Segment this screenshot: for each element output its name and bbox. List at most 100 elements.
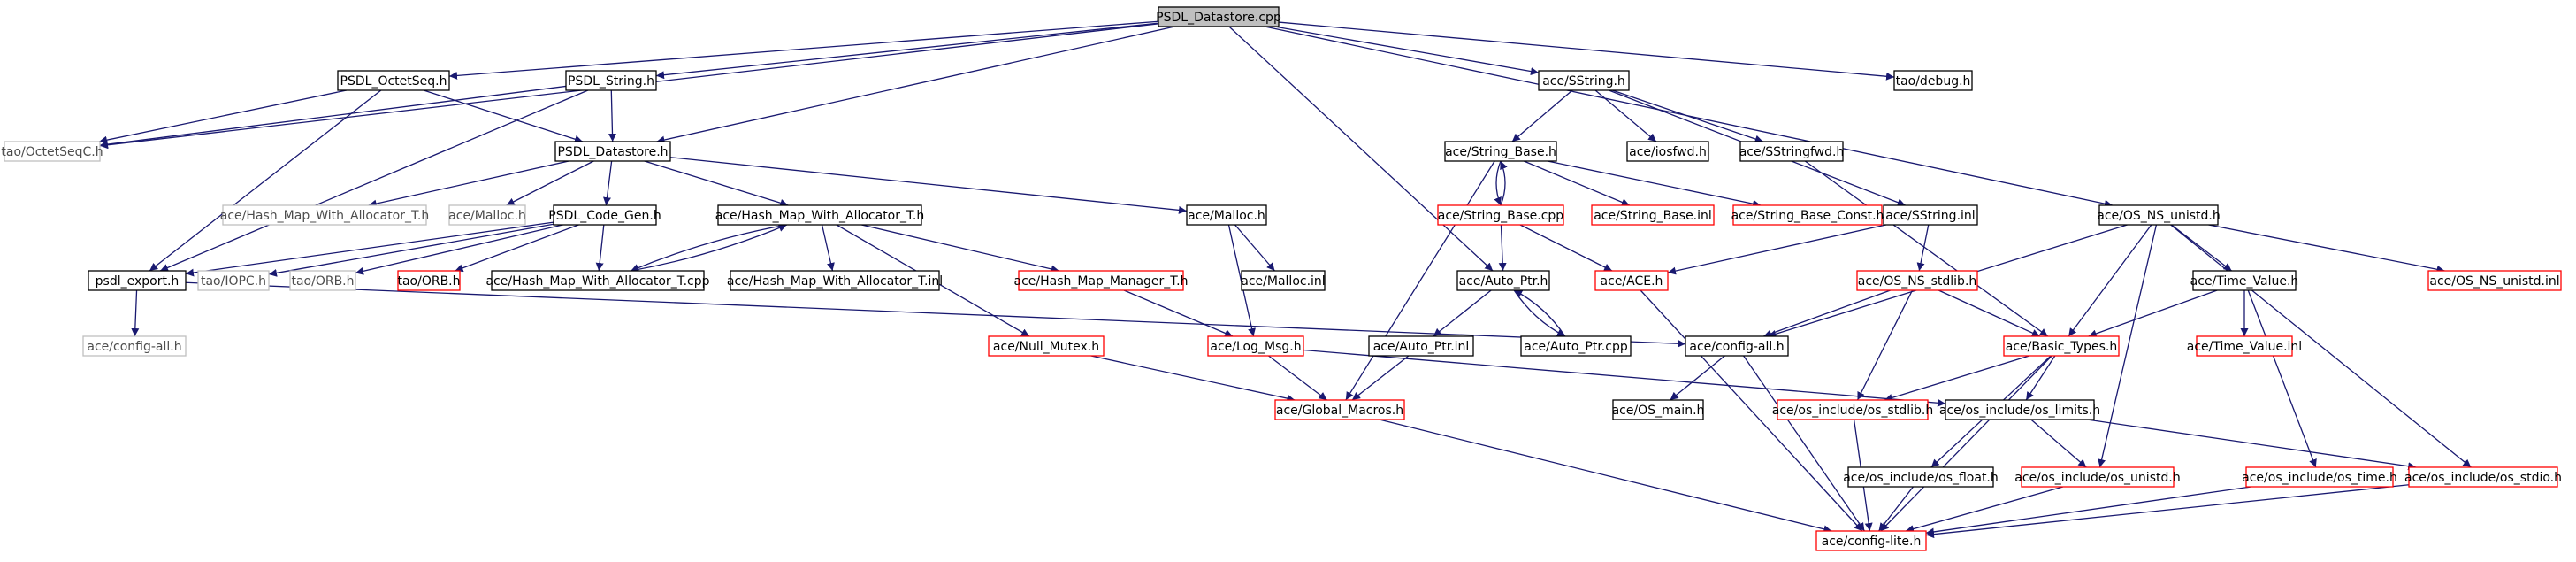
edge-os_ns_unistd_h-to-os_unistd bbox=[2098, 224, 2158, 468]
edge-codegen-to-orb_red bbox=[455, 224, 579, 273]
node-label: ace/SStringfwd.h bbox=[1739, 145, 1845, 159]
edge-malloc-to-malloc_inl bbox=[1234, 224, 1275, 272]
node-box bbox=[1207, 335, 1304, 357]
node-box bbox=[553, 204, 657, 226]
edge-hashmap_cpp-to-hashmap_t_h bbox=[631, 224, 787, 272]
edge-octetseq-to-octetseqc bbox=[98, 89, 348, 144]
edge-datastore-to-malloc_grey bbox=[506, 160, 594, 206]
node-datastore[interactable]: PSDL_Datastore.h bbox=[554, 141, 671, 162]
node-global-macros[interactable]: ace/Global_Macros.h bbox=[1274, 399, 1405, 420]
edge-root-to-sstring_h bbox=[1273, 26, 1540, 75]
node-auto-ptr-cpp[interactable]: ace/Auto_Ptr.cpp bbox=[1520, 335, 1632, 357]
node-os-ns-unistd-inl[interactable]: ace/OS_NS_unistd.inl bbox=[2427, 270, 2562, 291]
node-label: ace/OS_NS_unistd.inl bbox=[2429, 274, 2559, 289]
node-label: ace/config-all.h bbox=[1689, 340, 1784, 354]
node-auto-ptr-inl[interactable]: ace/Auto_Ptr.inl bbox=[1368, 335, 1474, 357]
node-os-main[interactable]: ace/OS_main.h bbox=[1612, 399, 1705, 420]
node-box bbox=[1739, 141, 1844, 162]
node-box bbox=[337, 70, 450, 91]
node-hash-map-manager[interactable]: ace/Hash_Map_Manager_T.h bbox=[1013, 270, 1189, 291]
node-label: ace/Hash_Map_Manager_T.h bbox=[1013, 274, 1188, 289]
node-os-limits[interactable]: ace/os_include/os_limits.h bbox=[1939, 399, 2100, 420]
node-string-base-cpp[interactable]: ace/String_Base.cpp bbox=[1437, 204, 1564, 226]
edge-os_time-to-config_lite bbox=[1925, 486, 2251, 536]
edge-os_ns_stdlib-to-os_stdlib bbox=[1856, 289, 1914, 401]
edge-os_limits-to-os_stdio bbox=[2086, 419, 2417, 471]
edge-string-to-octetseqc bbox=[99, 85, 567, 149]
node-root[interactable]: PSDL_Datastore.cpp bbox=[1156, 6, 1281, 27]
node-box bbox=[2245, 466, 2394, 488]
node-malloc-inl[interactable]: ace/Malloc.inl bbox=[1241, 270, 1326, 291]
node-label: ace/Auto_Ptr.cpp bbox=[1524, 340, 1628, 354]
edge-string_base_h-to-global_macros bbox=[1345, 160, 1495, 401]
node-malloc[interactable]: ace/Malloc.h bbox=[1186, 204, 1267, 226]
edge-os_limits-to-os_unistd bbox=[2030, 419, 2087, 468]
node-null-mutex[interactable]: ace/Null_Mutex.h bbox=[988, 335, 1105, 357]
node-iosfwd[interactable]: ace/iosfwd.h bbox=[1626, 141, 1709, 162]
node-box bbox=[554, 141, 671, 162]
node-sstringfwd[interactable]: ace/SStringfwd.h bbox=[1739, 141, 1845, 162]
node-label: ace/Time_Value.inl bbox=[2187, 340, 2302, 354]
node-basic-types[interactable]: ace/Basic_Types.h bbox=[2003, 335, 2120, 357]
node-auto-ptr-h[interactable]: ace/Auto_Ptr.h bbox=[1456, 270, 1550, 291]
node-label: ace/Auto_Ptr.inl bbox=[1373, 340, 1470, 354]
node-box bbox=[2196, 335, 2293, 357]
edge-string_base_cpp-to-string_base_h bbox=[1500, 160, 1508, 206]
node-string-base-inl[interactable]: ace/String_Base.inl bbox=[1591, 204, 1715, 226]
edge-psdl_export-to-config_all bbox=[185, 281, 1686, 348]
edge-os_ns_stdlib-to-basic_types bbox=[1938, 289, 2041, 337]
node-sstring-h[interactable]: ace/SString.h bbox=[1538, 70, 1630, 91]
node-label: ace/Malloc.inl bbox=[1241, 274, 1325, 289]
edge-root-to-datastore bbox=[656, 26, 1175, 144]
node-sstring-inl[interactable]: ace/SString.inl bbox=[1883, 204, 1978, 226]
node-string-base-h[interactable]: ace/String_Base.h bbox=[1444, 141, 1557, 162]
node-box bbox=[1847, 466, 1994, 488]
node-os-stdio[interactable]: ace/os_include/os_stdio.h bbox=[2404, 466, 2562, 488]
edge-ace_h-to-config_lite bbox=[1640, 289, 1863, 532]
node-hashmap-t-h[interactable]: ace/Hash_Map_With_Allocator_T.h bbox=[715, 204, 924, 226]
node-string-base-const[interactable]: ace/String_Base_Const.h bbox=[1731, 204, 1884, 226]
node-psdl-export[interactable]: psdl_export.h bbox=[88, 270, 187, 291]
node-log-msg[interactable]: ace/Log_Msg.h bbox=[1207, 335, 1304, 357]
node-hashmap-cpp[interactable]: ace/Hash_Map_With_Allocator_T.cpp bbox=[485, 270, 710, 291]
edge-hashmap_t_h-to-hashmap_cpp bbox=[631, 224, 787, 272]
node-tao-debug[interactable]: tao/debug.h bbox=[1893, 70, 1973, 91]
node-codegen[interactable]: PSDL_Code_Gen.h bbox=[548, 204, 661, 226]
node-label: ace/Basic_Types.h bbox=[2006, 340, 2117, 354]
edge-time_value_h-to-basic_types bbox=[2088, 289, 2218, 338]
node-hashmap-inl[interactable]: ace/Hash_Map_With_Allocator_T.inl bbox=[727, 270, 943, 291]
node-time-value-h[interactable]: ace/Time_Value.h bbox=[2190, 270, 2299, 291]
edge-os_unistd-to-config_lite bbox=[1905, 486, 2064, 533]
node-box bbox=[565, 70, 657, 91]
node-os-stdlib[interactable]: ace/os_include/os_stdlib.h bbox=[1772, 399, 1933, 420]
node-octetseq[interactable]: PSDL_OctetSeq.h bbox=[337, 70, 450, 91]
node-config-lite[interactable]: ace/config-lite.h bbox=[1815, 530, 1927, 551]
edge-root-to-auto_ptr_h bbox=[1228, 26, 1494, 272]
node-config-all[interactable]: ace/config-all.h bbox=[1685, 335, 1789, 357]
node-string[interactable]: PSDL_String.h bbox=[565, 70, 657, 91]
node-orb-red[interactable]: tao/ORB.h bbox=[397, 270, 461, 291]
edge-string_base_h-to-string_base_cpp bbox=[1494, 160, 1502, 206]
edge-root-to-tao_debug bbox=[1278, 21, 1895, 81]
node-os-ns-stdlib[interactable]: ace/OS_NS_stdlib.h bbox=[1856, 270, 1978, 291]
node-box bbox=[1437, 204, 1564, 226]
edge-auto_ptr_inl-to-global_macros bbox=[1351, 355, 1410, 401]
edge-auto_ptr_h-to-auto_ptr_inl bbox=[1433, 289, 1492, 337]
node-os-unistd[interactable]: ace/os_include/os_unistd.h bbox=[2014, 466, 2181, 488]
node-os-ns-unistd-h[interactable]: ace/OS_NS_unistd.h bbox=[2097, 204, 2221, 226]
node-label: ace/config-all.h bbox=[87, 340, 181, 354]
node-time-value-inl[interactable]: ace/Time_Value.inl bbox=[2187, 335, 2302, 357]
edge-root-to-octetseq bbox=[448, 20, 1159, 80]
node-octetseqc: tao/OctetSeqC.h bbox=[1, 141, 103, 162]
node-box bbox=[2408, 466, 2558, 488]
node-box bbox=[289, 270, 356, 291]
edge-sstring_h-to-string_base_h bbox=[1511, 89, 1573, 142]
edge-hash_map_manager-to-log_msg bbox=[1123, 289, 1234, 337]
node-ace-h[interactable]: ace/ACE.h bbox=[1594, 270, 1669, 291]
node-box bbox=[2427, 270, 2562, 291]
node-os-time[interactable]: ace/os_include/os_time.h bbox=[2242, 466, 2397, 488]
node-box bbox=[1815, 530, 1927, 551]
node-label: ace/Hash_Map_With_Allocator_T.h bbox=[715, 209, 924, 223]
edge-octetseq-to-psdl_export bbox=[149, 89, 382, 272]
node-os-float[interactable]: ace/os_include/os_float.h bbox=[1843, 466, 1999, 488]
